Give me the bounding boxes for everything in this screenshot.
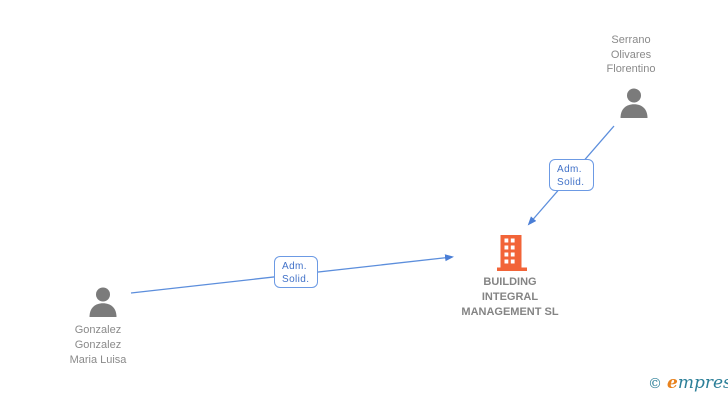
person-name-line: Gonzalez [74, 339, 122, 351]
company-name-line: INTEGRAL [481, 291, 539, 303]
edge-label-top-adm-solid: Adm. Solid. [549, 159, 594, 191]
building-icon [497, 235, 527, 275]
empresia-logo[interactable]: © empresia [648, 373, 728, 393]
person-name-line: Olivares [610, 48, 652, 61]
copyright-icon: © [648, 376, 662, 392]
empresia-logo-text: empresia [667, 373, 728, 393]
person-label-serrano[interactable]: Serrano Olivares Florentino [581, 33, 681, 77]
company-label[interactable]: BUILDING INTEGRAL MANAGEMENT SL [430, 275, 590, 320]
company-name-line: BUILDING [483, 276, 537, 288]
edge-label-line: Solid. [557, 177, 585, 188]
person-name-line: Florentino [606, 63, 656, 75]
person-node-serrano[interactable] [617, 87, 651, 118]
company-node-building-integral[interactable] [497, 235, 527, 271]
person-icon [86, 287, 120, 321]
company-name-line: MANAGEMENT SL [461, 306, 559, 318]
person-icon [617, 88, 651, 122]
person-name-line: Maria Luisa [69, 354, 127, 366]
logo-letter-e: e [667, 373, 678, 393]
edge-label-line: Adm. [282, 261, 307, 272]
edge-label-bottom-adm-solid: Adm. Solid. [274, 256, 318, 288]
person-name-line: Gonzalez [74, 324, 122, 336]
logo-rest: mpresia [677, 373, 728, 393]
person-name-line: Serrano [611, 34, 651, 46]
edge-label-line: Adm. [557, 164, 582, 175]
edge-label-line: Solid. [282, 274, 310, 285]
person-label-gonzalez[interactable]: Gonzalez Gonzalez Maria Luisa [48, 323, 148, 368]
person-node-gonzalez[interactable] [86, 286, 120, 317]
